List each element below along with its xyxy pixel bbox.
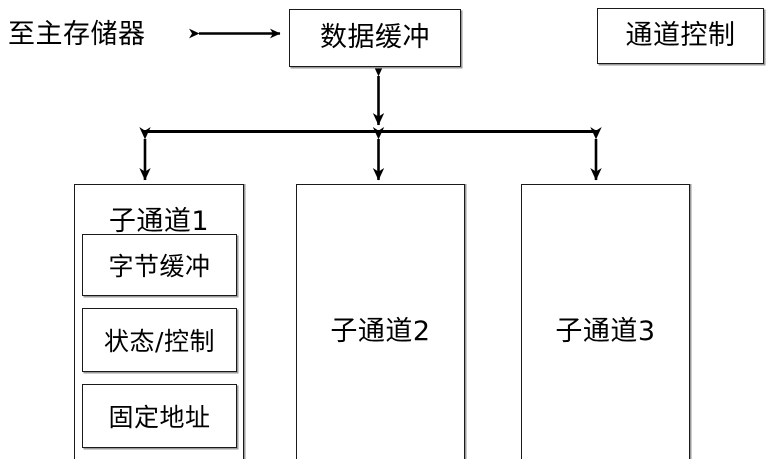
channel-control-box[interactable]: 通道控制 bbox=[597, 8, 764, 64]
subchannel-1-box[interactable]: 子通道1 字节缓冲 状态/控制 固定地址 bbox=[74, 184, 244, 459]
data-buffer-box[interactable]: 数据缓冲 bbox=[289, 9, 461, 67]
data-buffer-label: 数据缓冲 bbox=[320, 21, 430, 53]
fixed-address-label: 固定地址 bbox=[108, 403, 211, 432]
status-control-label: 状态/控制 bbox=[104, 327, 215, 356]
subchannel-3-label: 子通道3 bbox=[555, 316, 656, 347]
channel-control-label: 通道控制 bbox=[625, 19, 736, 51]
subchannel-2-label: 子通道2 bbox=[330, 316, 431, 347]
status-control-box[interactable]: 状态/控制 bbox=[82, 308, 237, 372]
subchannel-1-label: 子通道1 bbox=[108, 206, 210, 237]
fixed-address-box[interactable]: 固定地址 bbox=[82, 384, 237, 448]
subchannel-2-box[interactable]: 子通道2 bbox=[296, 184, 465, 459]
to-main-memory-label: 至主存储器 bbox=[8, 19, 146, 50]
byte-buffer-label: 字节缓冲 bbox=[108, 252, 211, 281]
byte-buffer-box[interactable]: 字节缓冲 bbox=[82, 234, 237, 296]
subchannel-3-box[interactable]: 子通道3 bbox=[521, 184, 690, 459]
